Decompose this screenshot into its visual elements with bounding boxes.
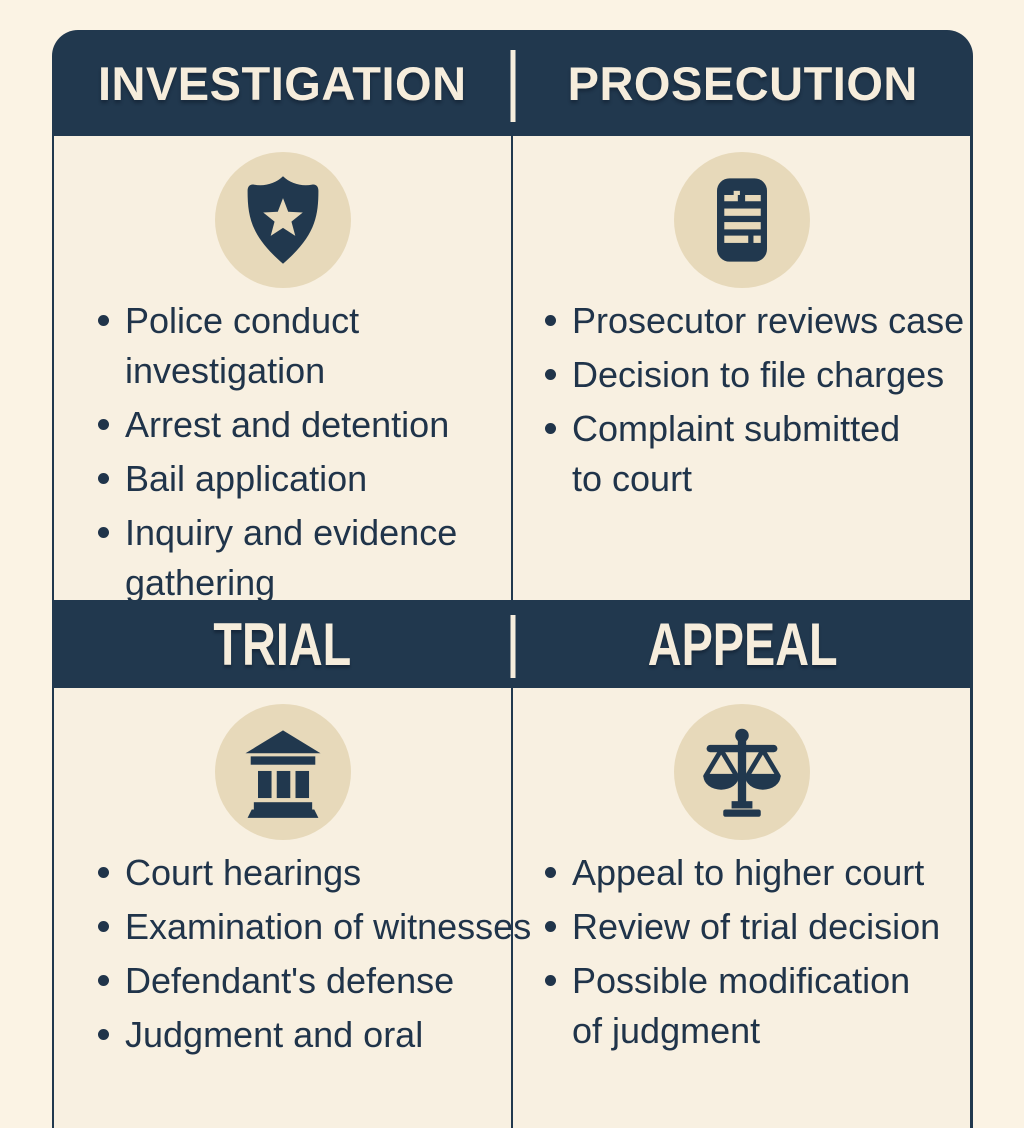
bullet-list-appeal: Appeal to higher court Review of trial d… bbox=[541, 848, 971, 1056]
body-row-top: Police conduct investigation Arrest and … bbox=[52, 136, 973, 603]
cell-prosecution: Prosecutor reviews case Decision to file… bbox=[511, 136, 970, 600]
header-cell-appeal: APPEAL bbox=[513, 600, 974, 688]
list-item: Examination of witnesses bbox=[94, 902, 531, 952]
list-item: Judgment and oral bbox=[94, 1010, 524, 1060]
list-item: Bail application bbox=[94, 454, 524, 504]
list-item: Possible modification of judgment bbox=[541, 956, 922, 1056]
document-icon bbox=[716, 178, 767, 262]
section-title-prosecution: PROSECUTION bbox=[567, 56, 918, 110]
bullet-list-trial: Court hearings Examination of witnesses … bbox=[94, 848, 531, 1060]
header-band-middle: TRIAL APPEAL bbox=[52, 600, 973, 688]
list-item: Police conduct investigation bbox=[94, 296, 524, 396]
body-row-bottom: Court hearings Examination of witnesses … bbox=[52, 688, 973, 1128]
criminal-process-infographic: INVESTIGATION PROSECUTION Police conduct… bbox=[52, 30, 973, 1128]
cell-investigation: Police conduct investigation Arrest and … bbox=[54, 136, 511, 603]
cell-appeal: Appeal to higher court Review of trial d… bbox=[511, 688, 970, 1128]
courthouse-icon bbox=[245, 730, 320, 818]
header-band-top: INVESTIGATION PROSECUTION bbox=[52, 30, 973, 136]
bullet-list-investigation: Police conduct investigation Arrest and … bbox=[94, 296, 524, 608]
cell-trial: Court hearings Examination of witnesses … bbox=[54, 688, 531, 1128]
header-divider-top bbox=[510, 50, 515, 122]
section-title-investigation: INVESTIGATION bbox=[97, 56, 467, 110]
header-divider-middle bbox=[510, 615, 515, 678]
list-item: Appeal to higher court bbox=[541, 848, 971, 898]
section-title-appeal: APPEAL bbox=[647, 610, 838, 678]
header-cell-investigation: INVESTIGATION bbox=[52, 30, 513, 136]
list-item: Complaint submitted to court bbox=[541, 404, 924, 504]
scales-of-justice-icon bbox=[702, 728, 781, 817]
list-item: Arrest and detention bbox=[94, 400, 524, 450]
list-item: Court hearings bbox=[94, 848, 524, 898]
header-cell-prosecution: PROSECUTION bbox=[513, 30, 974, 136]
bullet-list-prosecution: Prosecutor reviews case Decision to file… bbox=[541, 296, 971, 504]
list-item: Inquiry and evidence gathering bbox=[94, 508, 524, 608]
list-item: Prosecutor reviews case bbox=[541, 296, 971, 346]
scales-of-justice-icon-circle bbox=[673, 704, 810, 840]
document-icon-circle bbox=[673, 152, 810, 288]
list-item: Defendant's defense bbox=[94, 956, 524, 1006]
header-cell-trial: TRIAL bbox=[52, 600, 513, 688]
courthouse-icon-circle bbox=[214, 704, 351, 840]
section-title-trial: TRIAL bbox=[213, 610, 352, 678]
police-badge-icon bbox=[247, 176, 318, 264]
list-item: Review of trial decision bbox=[541, 902, 971, 952]
list-item: Decision to file charges bbox=[541, 350, 971, 400]
police-badge-icon-circle bbox=[214, 152, 351, 288]
